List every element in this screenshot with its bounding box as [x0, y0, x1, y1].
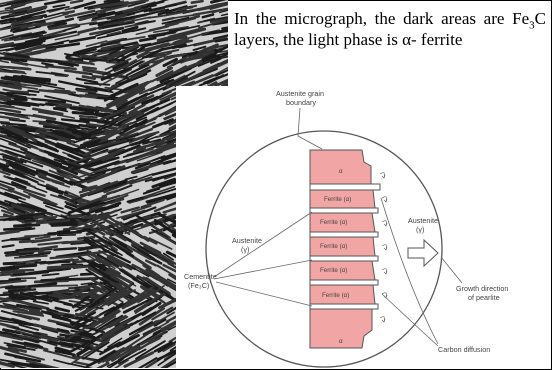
cementite-lamella — [12, 59, 24, 60]
cementite-lamella — [0, 216, 17, 217]
ferrite-label: Ferrite (α) — [320, 267, 347, 274]
grain-boundary-label: Austenite grainboundary — [276, 89, 324, 107]
growth-leader — [441, 257, 462, 283]
ferrite-label: Ferrite (α) — [324, 196, 351, 203]
cementite-lamella — [70, 216, 81, 217]
caption-text: In the micrograph, the dark areas are Fe… — [234, 8, 546, 50]
cementite-lamella — [34, 217, 57, 218]
carbon-diffusion-label: Carbon diffusion — [438, 345, 490, 354]
cementite-lamella — [64, 11, 74, 13]
cementite-lamella — [54, 248, 76, 249]
cementite-lamella — [22, 265, 33, 266]
cementite-plate — [310, 304, 378, 309]
cementite-lamella — [58, 235, 76, 236]
cementite-plate — [310, 256, 378, 261]
cementite-lamella — [64, 228, 83, 229]
cementite-plate — [310, 232, 378, 237]
cementite-lamella — [29, 293, 53, 294]
cementite-plate — [310, 208, 378, 213]
cementite-lamella — [1, 268, 18, 270]
cementite-lamella — [0, 275, 10, 276]
ferrite-label: Ferrite (α) — [322, 292, 349, 299]
alpha-label: α — [339, 168, 343, 175]
cementite-lamella — [36, 262, 70, 263]
growth-direction-label: Growth directionof pearlite — [456, 284, 508, 302]
cementite-lamella — [192, 1, 203, 3]
cementite-lamella — [50, 285, 77, 286]
cementite-lamella — [80, 96, 96, 98]
cementite-plate — [310, 184, 380, 190]
cementite-plate — [310, 280, 378, 285]
cementite-lamella — [35, 281, 67, 282]
cementite-lamella — [20, 251, 44, 252]
ferrite-label: Ferrite (α) — [320, 243, 347, 250]
cementite-lamella — [222, 27, 232, 29]
cementite-lamella — [80, 116, 97, 117]
cementite-lamella — [28, 91, 38, 92]
caption-fe: Fe — [512, 9, 529, 28]
cementite-lamella — [10, 279, 20, 280]
cementite-lamella — [83, 67, 96, 69]
pearlite-growth-diagram: Austenite grainboundary Austenite(γ) Aus… — [176, 86, 550, 370]
cementite-lamella — [62, 264, 76, 265]
cementite-lamella — [81, 278, 106, 279]
cementite-lamella — [15, 99, 26, 100]
ferrite-label: Ferrite (α) — [320, 219, 347, 226]
cementite-lamella — [25, 220, 35, 221]
caption-line-1: In the micrograph, the dark areas are — [234, 9, 504, 28]
cementite-lamella — [41, 279, 66, 281]
cementite-lamella — [6, 287, 24, 288]
caption-line-3: ferrite — [421, 30, 463, 49]
cementite-lamella — [15, 225, 39, 226]
cementite-lamella — [81, 274, 93, 275]
alpha-label: α — [339, 338, 343, 345]
cementite-lamella — [49, 232, 81, 234]
cementite-lamella — [13, 71, 24, 73]
cementite-lamella — [54, 108, 65, 109]
